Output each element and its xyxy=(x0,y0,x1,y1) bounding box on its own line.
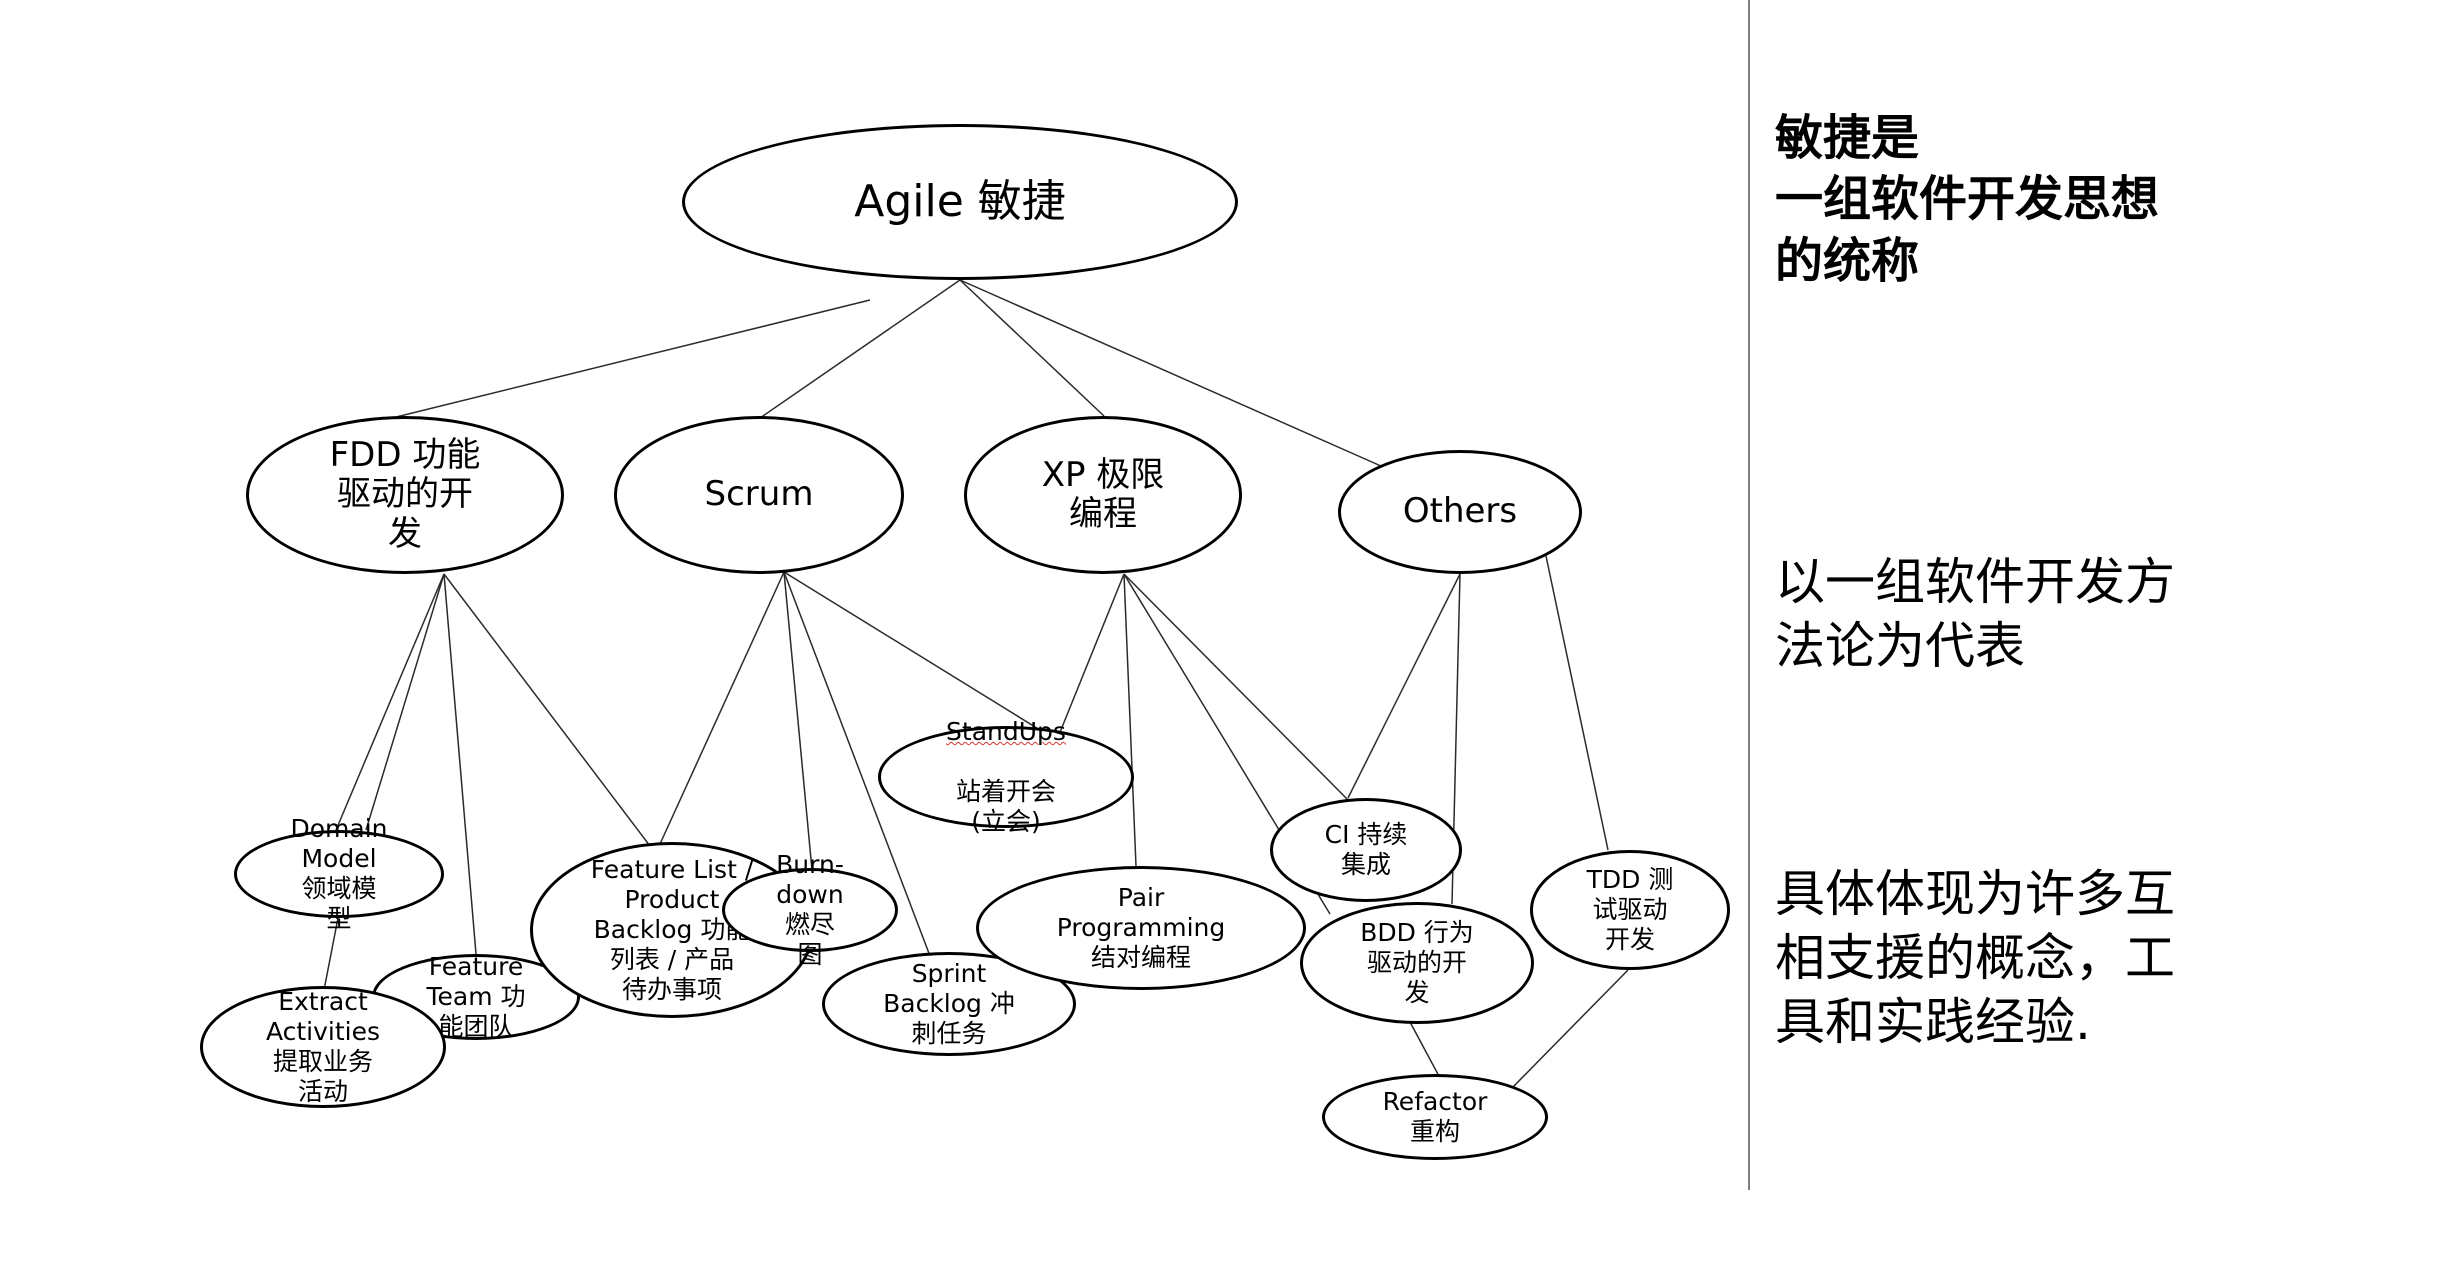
node-refactor: Refactor 重构 xyxy=(1322,1074,1548,1160)
node-agile-label: Agile 敏捷 xyxy=(854,175,1066,227)
node-scrum-label: Scrum xyxy=(704,474,814,515)
node-bdd-label: BDD 行为 驱动的开 发 xyxy=(1360,918,1474,1007)
sidebar-paragraph-2-text: 具体体现为许多互 相支援的概念，工 具和实践经验. xyxy=(1775,865,2175,1051)
node-standups-text: StandUps 站着开会 (立会) xyxy=(946,687,1066,867)
node-feature-list-label: Feature List / Product Backlog 功能 列表 / 产… xyxy=(590,855,754,1004)
node-domain-model-label: Domain Model 领域模 型 xyxy=(290,814,388,933)
node-pair-programming: Pair Programming 结对编程 xyxy=(976,866,1306,990)
node-ci-label: CI 持续 集成 xyxy=(1324,820,1408,879)
node-feature-team-label: Feature Team 功 能团队 xyxy=(426,952,526,1041)
node-burndown-label: Burn- down 燃尽 图 xyxy=(776,850,844,969)
node-agile: Agile 敏捷 xyxy=(682,124,1238,280)
line-scrum-flist xyxy=(659,571,785,845)
line-fdd-flist xyxy=(443,573,651,847)
sidebar-heading: 敏捷是 一组软件开发思想 的统称 xyxy=(1775,108,2295,292)
sidebar-paragraph-2: 具体体现为许多互 相支援的概念，工 具和实践经验. xyxy=(1775,862,2295,1054)
line-agile-others xyxy=(959,279,1391,471)
node-tdd: TDD 测 试驱动 开发 xyxy=(1530,850,1730,970)
line-agile-xp xyxy=(959,279,1105,417)
node-fdd-label: FDD 功能 驱动的开 发 xyxy=(329,435,481,554)
node-sprint-backlog: Sprint Backlog 冲 刺任务 xyxy=(822,952,1076,1056)
line-xp-pair xyxy=(1123,573,1137,867)
node-ci: CI 持续 集成 xyxy=(1270,798,1462,902)
vertical-divider xyxy=(1748,0,1750,1190)
node-xp: XP 极限 编程 xyxy=(964,416,1242,574)
line-fdd-domain-a xyxy=(335,573,445,831)
node-fdd: FDD 功能 驱动的开 发 xyxy=(246,416,564,574)
node-tdd-label: TDD 测 试驱动 开发 xyxy=(1586,865,1674,954)
node-standups-en: StandUps xyxy=(946,717,1066,746)
node-pair-programming-label: Pair Programming 结对编程 xyxy=(1056,883,1226,972)
line-agile-scrum xyxy=(759,279,961,419)
node-extract-activities-label: Extract Activities 提取业务 活动 xyxy=(265,987,381,1106)
line-fdd-team xyxy=(443,573,477,955)
line-others-tdd xyxy=(1545,555,1609,851)
node-bdd: BDD 行为 驱动的开 发 xyxy=(1300,902,1534,1024)
node-domain-model: Domain Model 领域模 型 xyxy=(234,814,444,933)
node-burndown: Burn- down 燃尽 图 xyxy=(722,850,898,969)
node-scrum: Scrum xyxy=(614,416,904,574)
line-domain-extract xyxy=(323,917,339,991)
sidebar-paragraph-1: 以一组软件开发方 法论为代表 xyxy=(1775,550,2295,678)
line-fdd-domain-b xyxy=(365,573,445,831)
node-sprint-backlog-label: Sprint Backlog 冲 刺任务 xyxy=(883,959,1015,1048)
line-xp-ci xyxy=(1123,573,1351,803)
line-xp-stand xyxy=(1051,573,1125,753)
node-xp-label: XP 极限 编程 xyxy=(1041,454,1165,534)
node-others: Others xyxy=(1338,450,1582,574)
connector-lines xyxy=(323,279,1629,1091)
node-refactor-label: Refactor 重构 xyxy=(1382,1087,1488,1146)
line-scrum-stand xyxy=(783,571,1041,731)
node-standups: StandUps 站着开会 (立会) xyxy=(878,717,1134,836)
line-others-ci xyxy=(1347,573,1461,799)
line-scrum-sprint xyxy=(783,571,931,957)
sidebar-heading-text: 敏捷是 一组软件开发思想 的统称 xyxy=(1775,110,2160,289)
line-scrum-burn xyxy=(783,571,813,871)
line-agile-fdd xyxy=(383,299,871,421)
node-standups-cn: 站着开会 (立会) xyxy=(955,777,1056,836)
node-extract-activities: Extract Activities 提取业务 活动 xyxy=(200,986,446,1108)
node-others-label: Others xyxy=(1402,491,1518,532)
line-bdd-refactor xyxy=(1409,1021,1441,1079)
line-tdd-refactor xyxy=(1509,969,1629,1091)
sidebar-paragraph-1-text: 以一组软件开发方 法论为代表 xyxy=(1775,553,2175,675)
